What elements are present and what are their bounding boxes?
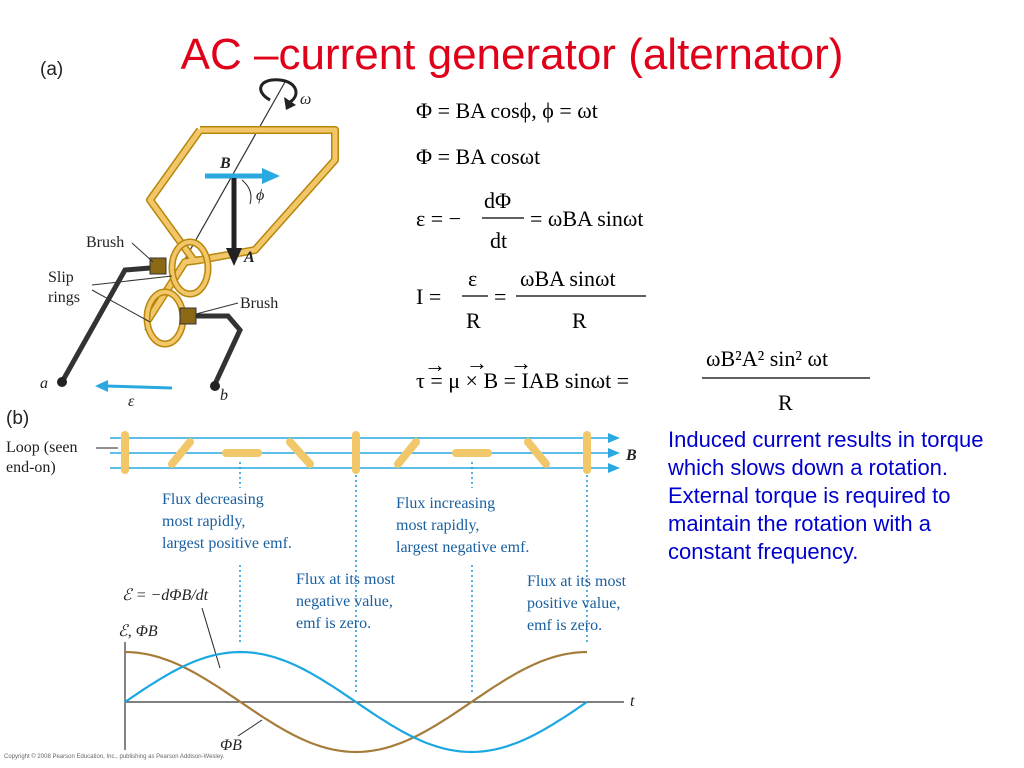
b-vector-icon: → [510, 350, 532, 375]
emf-arrowhead-icon [95, 380, 108, 392]
omega-label: ω [300, 91, 311, 108]
slip-pointer-1 [91, 275, 173, 286]
wire-a [59, 265, 151, 384]
emf-formula-pointer [201, 607, 221, 669]
annotations: Flux decreasing most rapidly, largest po… [162, 491, 627, 634]
equation-current-num1: ε [468, 266, 477, 291]
slip-label-1: Slip [48, 269, 74, 286]
slip-ring-top-fill [170, 240, 210, 296]
brush-bottom-label: Brush [240, 295, 278, 312]
annot2-line3: largest negative emf. [396, 539, 529, 556]
slip-label-2: rings [48, 289, 80, 306]
equation-current-eq: = [494, 284, 506, 309]
annot3-line3: emf is zero. [296, 615, 371, 632]
equation-emf-lhs: ε = − [416, 206, 461, 231]
equation-current-den1: R [466, 308, 481, 333]
field-line-1-arrowhead-icon [608, 433, 620, 443]
annot3-line2: negative value, [296, 593, 393, 610]
a-vector-label: A [243, 249, 255, 266]
annot2-line1: Flux increasing [396, 495, 495, 512]
rotation-arrow-icon [259, 78, 298, 104]
loop-position-8 [524, 438, 550, 468]
equation-flux-angle: Φ = BA cosϕ, ϕ = ωt [416, 98, 598, 123]
phi-angle-arc [241, 179, 252, 205]
equation-emf-denominator: dt [490, 228, 507, 253]
equation-torque-lhs: τ = μ × B = IAB sinωt = [416, 368, 629, 393]
b-vector-label: B [219, 155, 231, 172]
loop-position-4 [286, 438, 314, 468]
area-vector-arrowhead-icon [226, 248, 242, 266]
generator-diagram: (a) ω B A ϕ a b Brush Brush Slip rings ε [40, 59, 339, 410]
mu-vector-icon: → [466, 350, 488, 375]
annot4-line2: positive value, [527, 595, 620, 612]
field-b-arrowhead-icon [262, 168, 280, 184]
annot4-line1: Flux at its most [527, 573, 627, 590]
equation-emf-rhs: = ωBA sinωt [530, 206, 644, 231]
time-axis-label: t [630, 693, 635, 710]
brush-top-label: Brush [86, 234, 124, 251]
wire-b [196, 313, 243, 386]
loop-label-1: Loop (seen [6, 439, 78, 456]
y-axis-label: ℰ, ΦB [118, 623, 158, 640]
note-text: Induced current results in torque which … [668, 427, 984, 564]
panel-a-label: (a) [40, 59, 63, 80]
emf-arrow [104, 384, 173, 390]
annot1-line1: Flux decreasing [162, 491, 264, 508]
loop-label-2: end-on) [6, 459, 56, 476]
terminal-a-label: a [40, 375, 48, 392]
flux-curve [124, 650, 588, 754]
page-title: AC –current generator (alternator) [180, 30, 844, 79]
equation-flux: Φ = BA cosωt [416, 144, 540, 169]
annot1-line3: largest positive emf. [162, 535, 292, 552]
wire-loop [145, 127, 338, 322]
flux-curve-pointer [237, 719, 263, 737]
annot3-line1: Flux at its most [296, 571, 396, 588]
field-b-label: B [625, 447, 637, 464]
field-line-3-arrowhead-icon [608, 463, 620, 473]
equation-current-den2: R [572, 308, 587, 333]
terminal-a [57, 377, 67, 387]
emf-symbol: ε [128, 393, 135, 410]
loop-orientations [121, 431, 591, 474]
guide-lines [239, 462, 588, 695]
copyright: Copyright © 2008 Pearson Education, Inc.… [4, 754, 225, 760]
equation-emf-numerator: dΦ [484, 188, 511, 213]
equation-torque-den: R [778, 390, 793, 415]
annot4-line3: emf is zero. [527, 617, 602, 634]
terminal-b [210, 381, 220, 391]
flux-curve-label: ΦB [220, 737, 242, 754]
equation-current-num2: ωBA sinωt [520, 266, 616, 291]
equation-current-lhs: I = [416, 284, 441, 309]
emf-curve [124, 650, 588, 754]
brush-top [149, 257, 167, 275]
annot1-line2: most rapidly, [162, 513, 245, 530]
brush-top-pointer [131, 242, 154, 263]
loop-position-6 [394, 438, 420, 468]
loop-sequence-diagram: (b) Loop (seen end-on) B Flux decreasing [6, 408, 637, 754]
brush-bottom-pointer [195, 302, 239, 315]
brush-bottom [179, 307, 197, 325]
loop-position-2 [168, 438, 194, 468]
field-line-2-arrowhead-icon [608, 448, 620, 458]
phi-label: ϕ [256, 187, 264, 204]
panel-b-label: (b) [6, 408, 29, 429]
equation-torque-num: ωB²A² sin² ωt [706, 346, 828, 371]
emf-formula: ℰ = −dΦB/dt [122, 587, 209, 604]
rotation-arrowhead-icon [284, 97, 296, 110]
slip-pointer-2 [91, 289, 151, 323]
tau-vector-icon: → [424, 352, 446, 377]
terminal-b-label: b [220, 387, 228, 404]
annot2-line2: most rapidly, [396, 517, 479, 534]
